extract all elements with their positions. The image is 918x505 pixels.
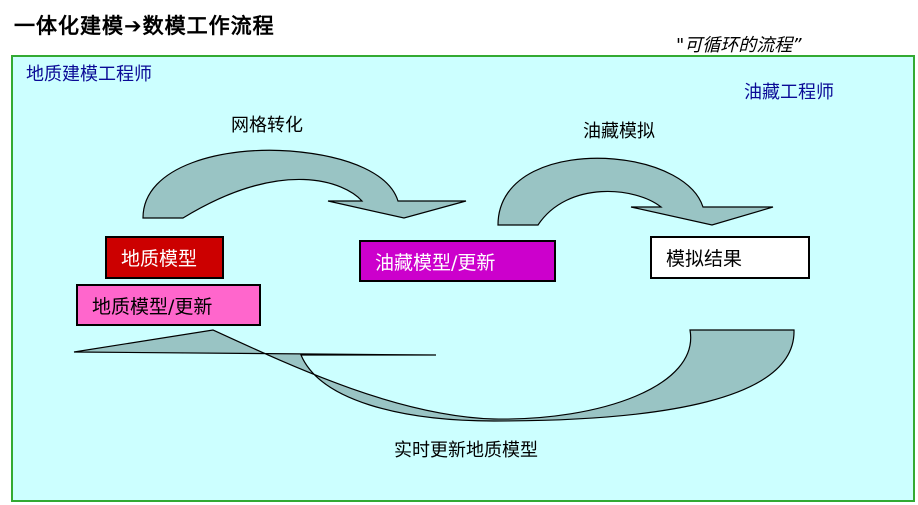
- role-reservoir-engineer-label: 油藏工程师: [744, 82, 834, 103]
- cycle-note: "可循环的流程”: [676, 35, 802, 56]
- role-geologist-label: 地质建模工程师: [26, 64, 152, 85]
- step-grid-conversion-label: 网格转化: [231, 115, 303, 136]
- step-realtime-update-label: 实时更新地质模型: [394, 440, 538, 461]
- simulation-result-box: 模拟结果: [650, 236, 810, 279]
- grid-conversion-arrow: [142, 149, 467, 219]
- realtime-update-arrow: [73, 329, 795, 422]
- simulation-arrow: [497, 157, 774, 226]
- geo-model-box: 地质模型: [105, 236, 224, 279]
- page-title: 一体化建模➔数模工作流程: [14, 14, 275, 38]
- geo-model-update-box: 地质模型/更新: [76, 284, 261, 326]
- reservoir-model-update-box: 油藏模型/更新: [359, 240, 556, 282]
- step-simulation-label: 油藏模拟: [583, 121, 655, 142]
